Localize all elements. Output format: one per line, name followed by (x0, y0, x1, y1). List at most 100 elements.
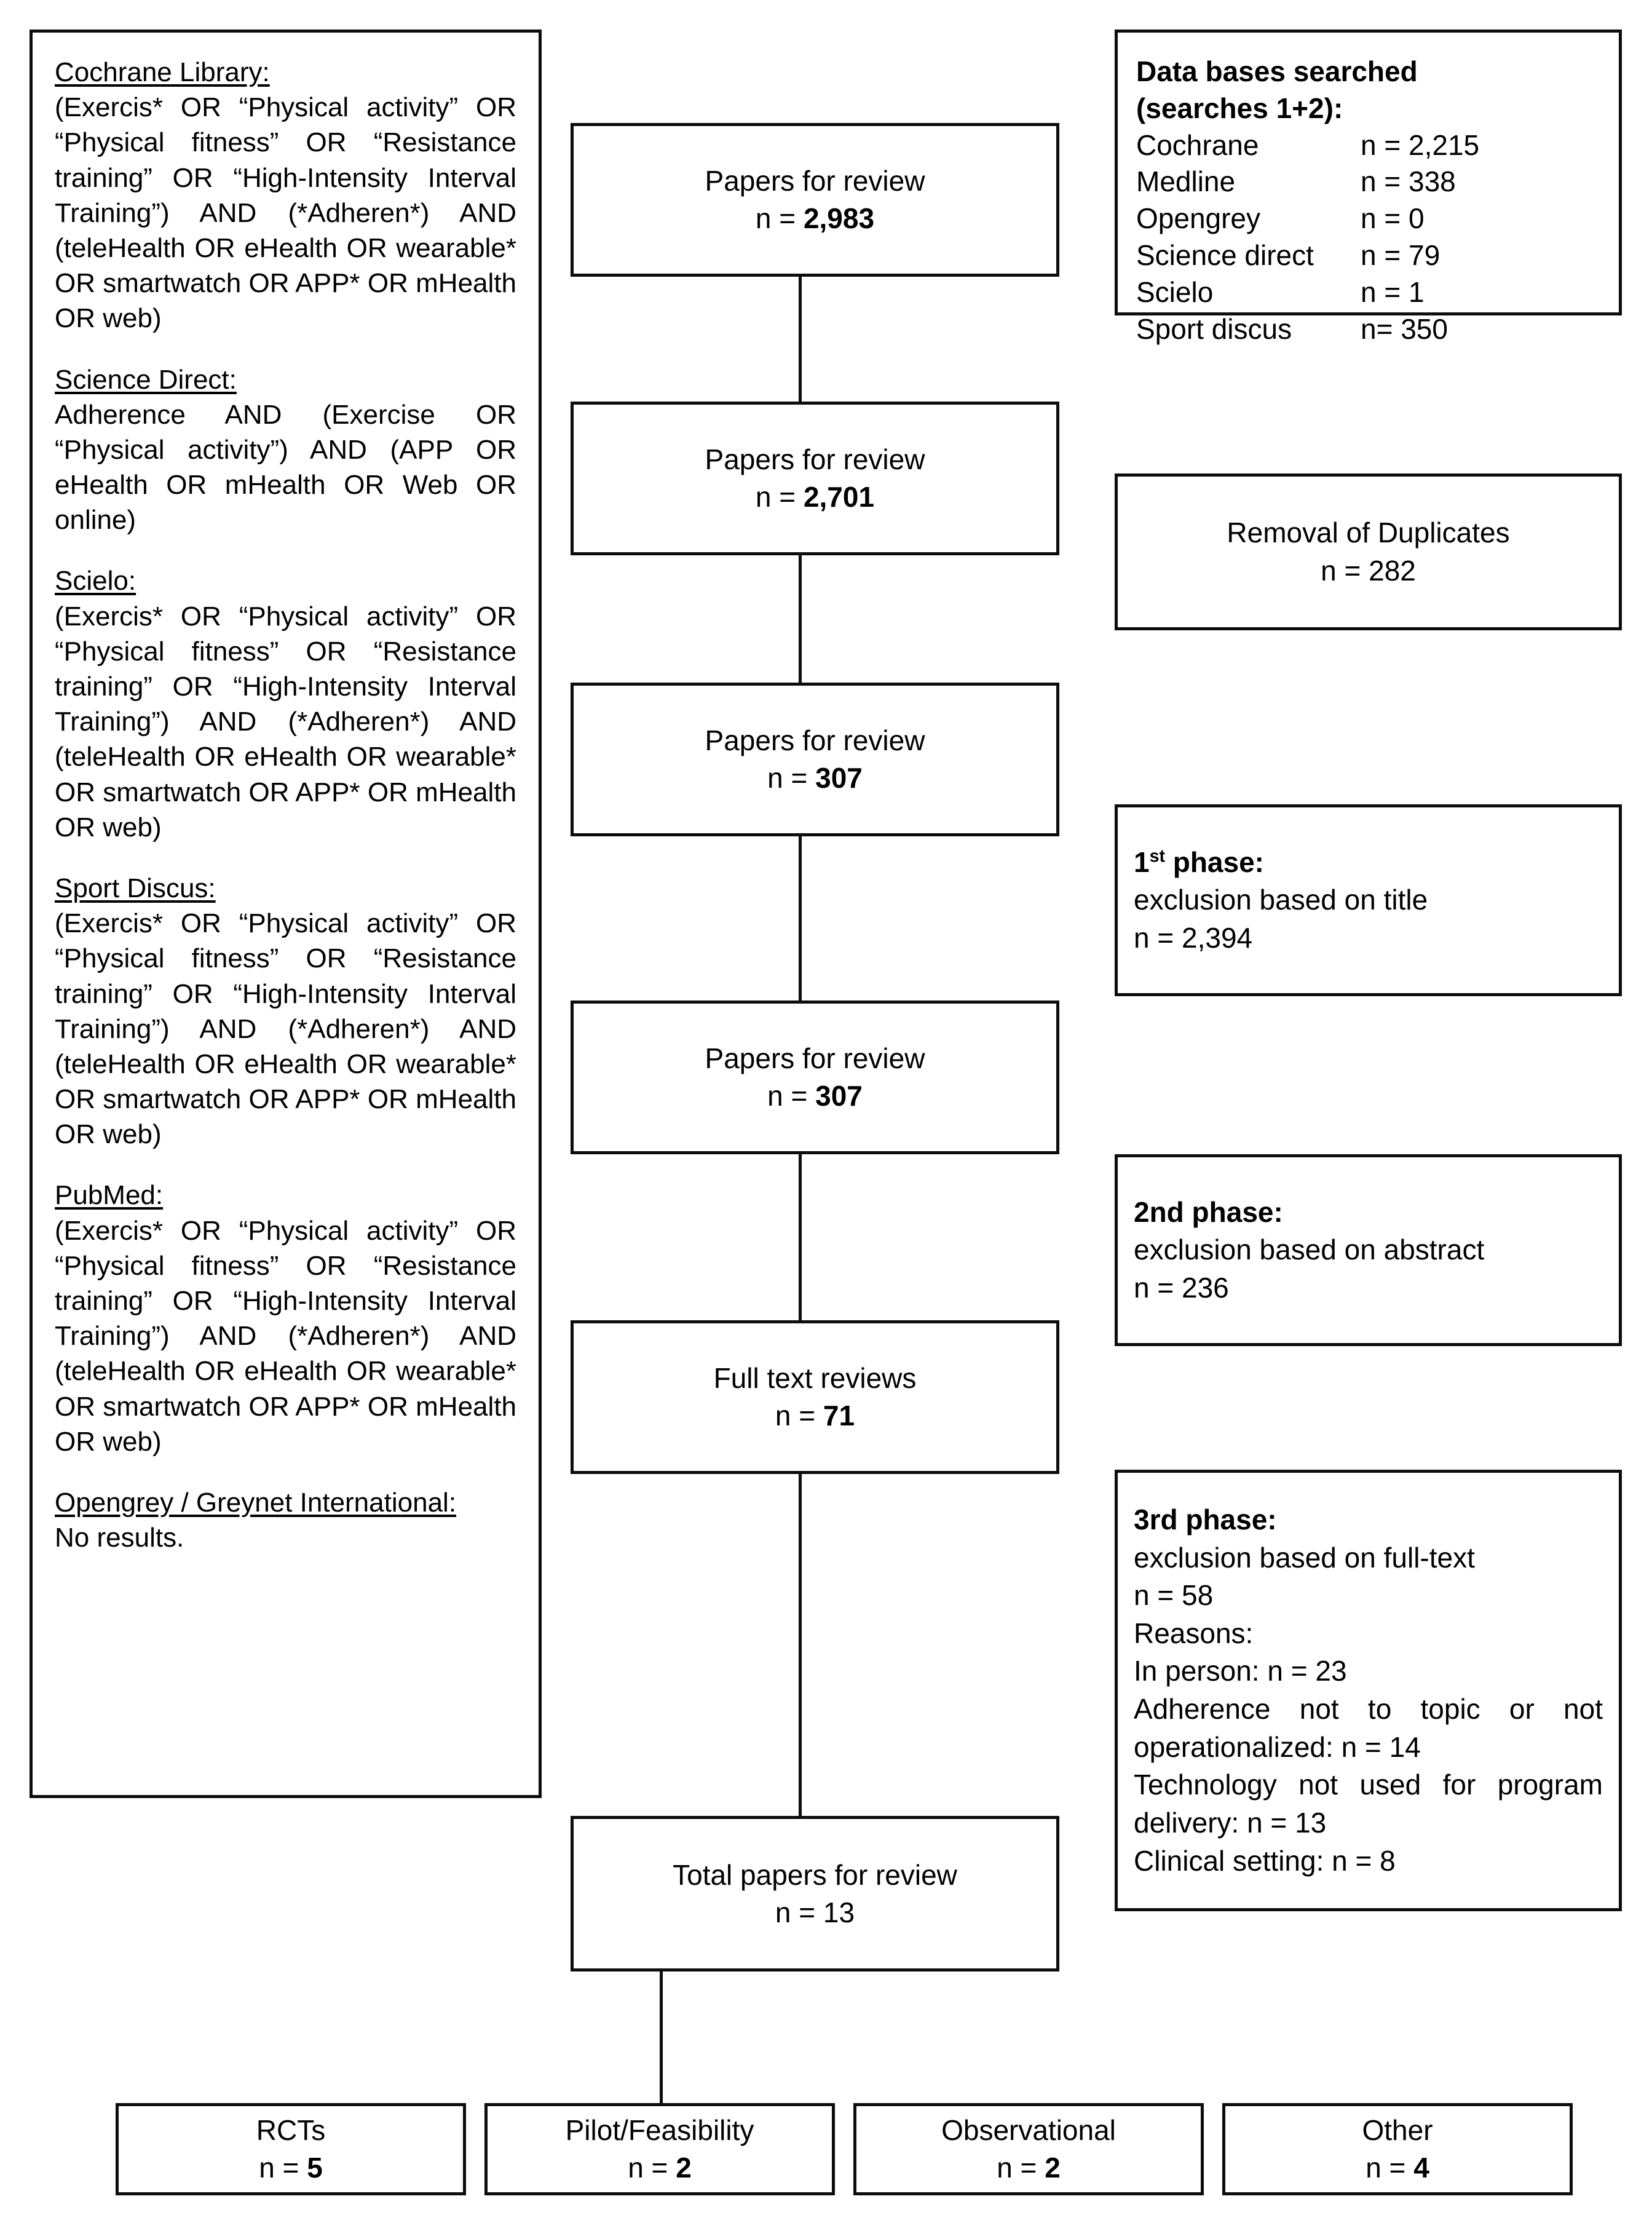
database-count: n = 2,215 (1361, 129, 1480, 161)
study-type-label: RCTs (256, 2114, 326, 2147)
database-row: Scielo n = 1 (1136, 274, 1600, 311)
flow-stage-label: Papers for review (705, 724, 925, 757)
removal-of-duplicates-box: Removal of Duplicates n = 282 (1115, 474, 1622, 630)
study-type-count-value: 4 (1413, 2152, 1429, 2184)
search-query-text: (Exercis* OR “Physical activity” OR “Phy… (55, 1215, 516, 1457)
study-type-count-value: 2 (1045, 2152, 1061, 2184)
flow-stage-papers-for-review-3: Papers for review n = 307 (571, 683, 1059, 836)
connector-stage1-to-stage2 (799, 277, 802, 402)
flow-stage-label: Papers for review (705, 165, 925, 197)
flow-stage-count-value: 13 (823, 1896, 855, 1928)
search-source-label: Science Direct: (55, 364, 237, 395)
databases-title-line-2: (searches 1+2): (1136, 92, 1343, 124)
study-type-box-pilot-feasibility: Pilot/Feasibility n = 2 (484, 2103, 835, 2195)
flow-stage-count: n = 71 (775, 1397, 855, 1435)
exclusion-phase-1-heading: 1st phase: (1134, 844, 1603, 882)
study-type-count: n = 2 (628, 2149, 692, 2187)
search-strategy-block-science-direct: Science Direct: Adherence AND (Exercise … (55, 362, 516, 538)
search-source-label: PubMed: (55, 1180, 164, 1211)
exclusion-phase-3-reasons-label: Reasons: (1134, 1617, 1254, 1649)
flow-stage-count: n = 2,701 (756, 478, 874, 516)
exclusion-phase-2-box: 2nd phase: exclusion based on abstract n… (1115, 1154, 1622, 1346)
exclusion-phase-3-count: n = 58 (1134, 1579, 1214, 1612)
search-source-label: Scielo: (55, 566, 136, 596)
databases-title-line-1: Data bases searched (1136, 55, 1418, 87)
search-strategy-block-pubmed: PubMed: (Exercis* OR “Physical activity”… (55, 1178, 516, 1459)
flow-stage-count-value: 2,983 (803, 202, 875, 234)
database-row: Medline n = 338 (1136, 164, 1600, 200)
database-count: n = 338 (1361, 165, 1456, 198)
search-source-label: Sport Discus: (55, 873, 216, 903)
study-type-box-other: Other n = 4 (1222, 2103, 1573, 2195)
flow-stage-full-text-reviews: Full text reviews n = 71 (571, 1320, 1059, 1474)
database-name: Medline (1136, 165, 1236, 198)
study-type-count-prefix: n = (259, 2152, 307, 2184)
flow-stage-papers-for-review-2: Papers for review n = 2,701 (571, 402, 1059, 555)
study-type-count-prefix: n = (1365, 2152, 1414, 2184)
database-row: Sport discus n= 350 (1136, 311, 1600, 348)
search-query-text: (Exercis* OR “Physical activity” OR “Phy… (55, 908, 516, 1150)
study-type-count: n = 4 (1365, 2149, 1429, 2187)
flow-stage-count-prefix: n = (755, 202, 804, 234)
connector-total-to-study-types (660, 1971, 663, 2103)
database-count: n = 1 (1361, 275, 1425, 308)
connector-stage4-to-fulltext (799, 1154, 802, 1320)
exclusion-phase-1-heading-number: 1 (1134, 846, 1150, 878)
exclusion-phase-1-heading-word: phase: (1164, 846, 1264, 878)
flow-stage-count-prefix: n = (755, 481, 804, 513)
database-name: Scielo (1136, 275, 1214, 308)
search-strategy-block-sport-discus: Sport Discus: (Exercis* OR “Physical act… (55, 871, 516, 1152)
flow-stage-count-prefix: n = (775, 1400, 823, 1432)
database-count: n = 79 (1361, 239, 1441, 271)
flow-stage-count-prefix: n = (775, 1896, 823, 1928)
database-row: Science direct n = 79 (1136, 237, 1600, 274)
search-query-text: Adherence AND (Exercise OR “Physical act… (55, 399, 516, 536)
database-row: Cochrane n = 2,215 (1136, 127, 1600, 164)
study-type-count-value: 2 (676, 2152, 692, 2184)
databases-searched-box: Data bases searched (searches 1+2): Coch… (1115, 30, 1622, 345)
flow-stage-label: Papers for review (705, 1042, 925, 1075)
search-source-label: Cochrane Library: (55, 57, 270, 87)
database-name: Cochrane (1136, 129, 1259, 161)
exclusion-phase-2-heading: 2nd phase: (1134, 1195, 1283, 1228)
flow-stage-count-value: 307 (815, 1080, 863, 1112)
connector-stage3-to-stage4 (799, 836, 802, 1001)
study-type-count-prefix: n = (997, 2152, 1045, 2184)
search-strategy-block-cochrane: Cochrane Library: (Exercis* OR “Physical… (55, 55, 516, 336)
search-source-label: Opengrey / Greynet International: (55, 1487, 457, 1518)
exclusion-phase-3-reason-item: Adherence not to topic or not operationa… (1134, 1693, 1603, 1763)
exclusion-phase-1-heading-ordinal: st (1149, 846, 1165, 866)
exclusion-phase-3-heading: 3rd phase: (1134, 1503, 1277, 1535)
study-type-count-prefix: n = (628, 2152, 676, 2184)
connector-stage2-to-stage3 (799, 555, 802, 683)
search-query-text: (Exercis* OR “Physical activity” OR “Phy… (55, 601, 516, 842)
exclusion-phase-1-box: 1st phase: exclusion based on title n = … (1115, 804, 1622, 996)
flow-stage-count: n = 13 (775, 1894, 855, 1932)
exclusion-phase-3-reason-item: Technology not used for program delivery… (1134, 1769, 1603, 1839)
flow-stage-count: n = 307 (767, 759, 863, 797)
connector-fulltext-to-total (799, 1474, 802, 1816)
database-name: Science direct (1136, 239, 1314, 271)
study-type-count-value: 5 (307, 2152, 323, 2184)
study-type-label: Pilot/Feasibility (565, 2114, 754, 2147)
flow-stage-count-prefix: n = (767, 1080, 816, 1112)
exclusion-phase-3-reason-item: In person: n = 23 (1134, 1655, 1347, 1687)
flow-stage-count-prefix: n = (767, 762, 816, 794)
database-count: n= 350 (1361, 312, 1448, 345)
flow-stage-label: Total papers for review (673, 1858, 957, 1891)
flow-stage-label: Full text reviews (713, 1362, 917, 1395)
flow-stage-papers-for-review-4: Papers for review n = 307 (571, 1001, 1059, 1154)
exclusion-phase-2-reason: exclusion based on abstract (1134, 1234, 1485, 1266)
study-type-count: n = 2 (997, 2149, 1061, 2187)
study-type-box-rcts: RCTs n = 5 (116, 2103, 466, 2195)
search-query-text: No results. (55, 1523, 184, 1553)
exclusion-phase-3-reason-item: Clinical setting: n = 8 (1134, 1844, 1396, 1877)
exclusion-phase-1-count: n = 2,394 (1134, 921, 1253, 954)
flow-stage-count-value: 2,701 (803, 481, 875, 513)
exclusion-phase-3-box: 3rd phase: exclusion based on full-text … (1115, 1470, 1622, 1911)
flow-stage-total-papers-for-review: Total papers for review n = 13 (571, 1816, 1059, 1971)
flow-stage-count-value: 307 (815, 762, 863, 794)
database-name: Opengrey (1136, 202, 1261, 235)
flow-stage-count-value: 71 (823, 1400, 855, 1432)
